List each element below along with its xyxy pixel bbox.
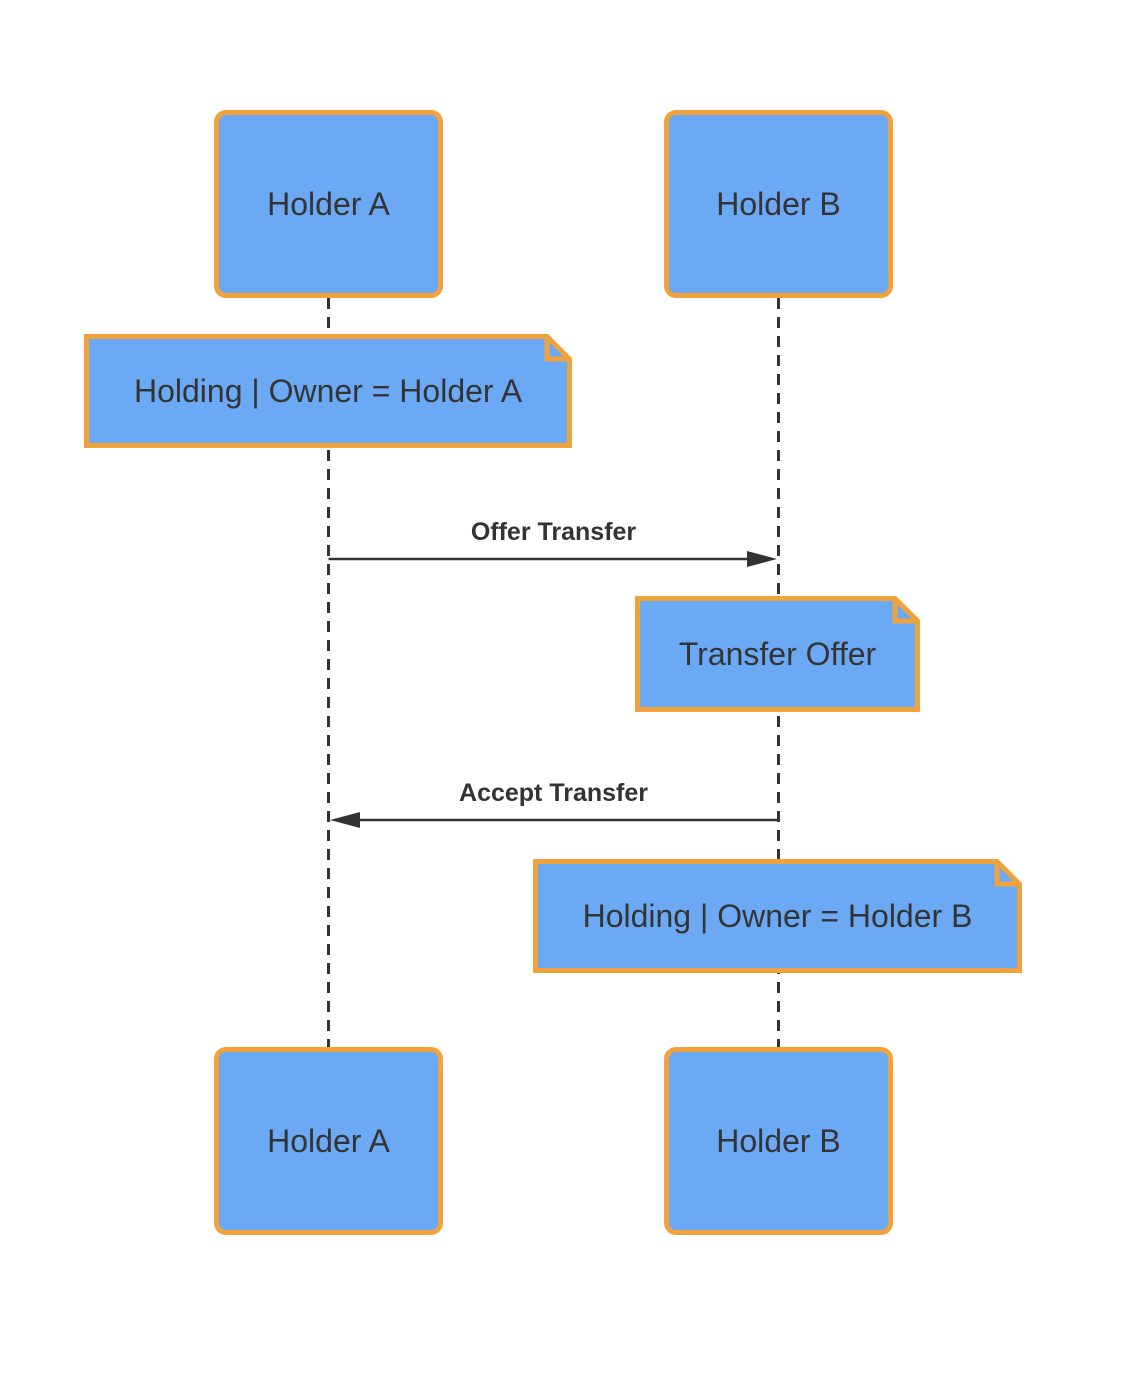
message-label-accept-transfer: Accept Transfer: [459, 779, 648, 807]
note-transfer-offer: Transfer Offer: [635, 596, 920, 712]
folded-corner-icon: [994, 861, 1020, 887]
arrowhead-right-icon: [747, 551, 777, 567]
arrowhead-left-icon: [330, 812, 360, 828]
note-holding-owner-holder-b: Holding | Owner = Holder B: [533, 859, 1022, 973]
note-shape: [635, 596, 920, 712]
actor-label: Holder B: [716, 185, 841, 222]
message-label-offer-transfer: Offer Transfer: [470, 518, 637, 546]
message-arrow-accept-transfer: [330, 812, 779, 828]
note-text: Transfer Offer: [678, 635, 877, 672]
folded-corner-icon: [892, 598, 918, 624]
note-text: Holding | Owner = Holder B: [582, 897, 973, 934]
actor-box-holder-a-top: Holder A: [214, 110, 443, 298]
note-holding-owner-holder-a: Holding | Owner = Holder A: [84, 334, 572, 448]
note-text: Holding | Owner = Holder A: [133, 372, 523, 409]
folded-corner-icon: [544, 336, 570, 362]
message-arrow-offer-transfer: [328, 551, 777, 567]
actor-label: Holder A: [267, 185, 390, 222]
note-shape: [84, 334, 572, 448]
note-shape: [533, 859, 1022, 973]
actor-label: Holder B: [716, 1122, 841, 1159]
actor-box-holder-b-top: Holder B: [664, 110, 893, 298]
actor-box-holder-b-bottom: Holder B: [664, 1047, 893, 1235]
actor-box-holder-a-bottom: Holder A: [214, 1047, 443, 1235]
actor-label: Holder A: [267, 1122, 390, 1159]
